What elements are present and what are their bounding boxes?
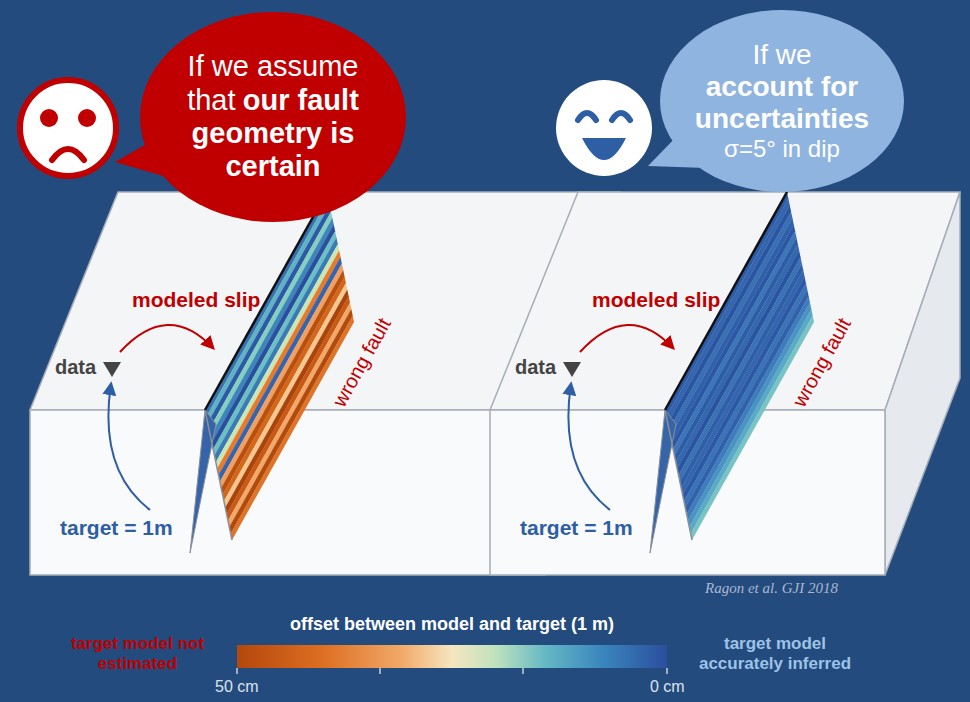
bubble-text: If weaccount for uncertaintiesσ=5° in di… bbox=[680, 39, 884, 163]
slip-stripe bbox=[685, 290, 808, 515]
wrong-fault-plane bbox=[665, 192, 814, 540]
slip-stripe bbox=[689, 309, 812, 534]
slip-label: modeled slip bbox=[592, 288, 720, 312]
sad-face bbox=[20, 80, 116, 176]
colorbar bbox=[237, 645, 667, 668]
target-label: target = 1m bbox=[520, 516, 633, 540]
colorbar-tick bbox=[236, 668, 238, 674]
slip-label: modeled slip bbox=[132, 288, 260, 312]
face-eye bbox=[40, 109, 58, 127]
bubble-outline bbox=[140, 12, 406, 222]
face-eye bbox=[578, 113, 596, 120]
target-fault bbox=[190, 410, 216, 553]
speech-bubble: If weaccount for uncertaintiesσ=5° in di… bbox=[660, 10, 904, 192]
fault-section bbox=[205, 410, 232, 540]
slip-stripe bbox=[227, 296, 350, 521]
tick-label: 0 cm bbox=[650, 678, 685, 696]
slip-stripe bbox=[229, 309, 352, 534]
data-arrow bbox=[568, 384, 610, 510]
speech-bubble: If we assume thatour fault geometry is c… bbox=[140, 12, 406, 222]
station-marker bbox=[563, 362, 581, 377]
data-arrow bbox=[108, 384, 150, 510]
bubble-text-line: σ=5° in dip bbox=[680, 135, 884, 163]
face-mouth bbox=[582, 138, 626, 160]
slip-stripe bbox=[687, 296, 810, 521]
happy-face bbox=[556, 80, 652, 176]
prediction-arrow bbox=[580, 325, 673, 352]
slip-stripe bbox=[231, 316, 354, 541]
station-marker bbox=[103, 362, 121, 377]
colorbar-end-label: target model not estimated bbox=[50, 634, 225, 673]
target-fault bbox=[650, 410, 676, 553]
bubble-text-line: account for uncertainties bbox=[680, 71, 884, 135]
block-side bbox=[885, 192, 960, 575]
fault-section bbox=[665, 410, 692, 540]
slip-stripe bbox=[225, 290, 348, 515]
colorbar-tick bbox=[522, 668, 524, 674]
slip-stripe bbox=[691, 316, 814, 541]
bubble-text-line: If we bbox=[680, 39, 884, 71]
slip-stripe bbox=[224, 283, 347, 508]
face-eye bbox=[78, 109, 96, 127]
data-label: data bbox=[55, 356, 96, 379]
colorbar-title: offset between model and target (1 m) bbox=[290, 614, 614, 635]
tick-label: 50 cm bbox=[215, 678, 259, 696]
bubble-outline bbox=[660, 10, 904, 192]
wrong-fault-plane bbox=[205, 192, 354, 540]
face-mouth bbox=[52, 149, 84, 160]
bubble-text: If we assume thatour fault geometry is c… bbox=[165, 50, 381, 183]
citation: Ragon et al. GJI 2018 bbox=[705, 580, 838, 597]
colorbar-tick bbox=[666, 668, 668, 674]
colorbar-end-label: target model accurately inferred bbox=[680, 634, 870, 673]
face-eye bbox=[612, 113, 630, 120]
colorbar-tick bbox=[379, 668, 381, 674]
slip-stripe bbox=[684, 283, 807, 508]
data-label: data bbox=[515, 356, 556, 379]
target-label: target = 1m bbox=[60, 516, 173, 540]
prediction-arrow bbox=[120, 325, 213, 352]
